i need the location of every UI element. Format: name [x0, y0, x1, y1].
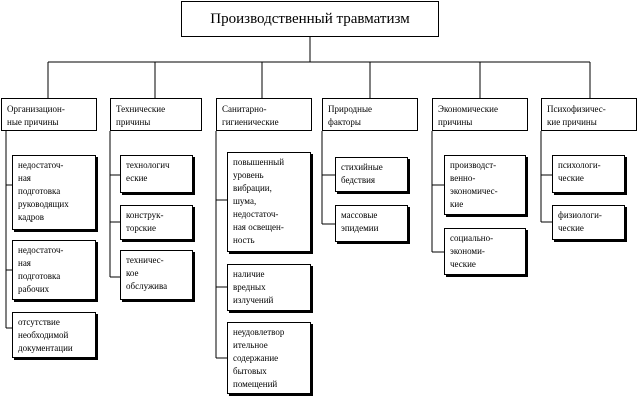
category-natural: Природные факторы — [322, 98, 418, 131]
cause-psychological: психологи- ческие — [552, 155, 625, 193]
category-organizational: Организацион- ные причины — [1, 98, 97, 131]
category-psychophysical: Психофизичес- кие причины — [541, 98, 637, 131]
cause-technological: технологич еские — [120, 155, 193, 193]
cause-physiological: физиологи- ческие — [552, 205, 625, 240]
cause-production-economic: производст- венно- экономичес- кие — [444, 155, 526, 215]
category-economic: Экономические причины — [432, 98, 528, 131]
cause-poor-amenities: неудовлетвор ительное содержание бытовых… — [227, 322, 311, 394]
cause-management-training: недостаточ- ная подготовка руководящих к… — [12, 155, 96, 230]
category-technical: Технические причины — [110, 98, 202, 131]
cause-epidemics: массовые эпидемии — [335, 205, 408, 242]
category-sanitary: Санитарно- гигиенические — [216, 98, 312, 131]
cause-vibration-noise-lighting: повышенный уровень вибрации, шума, недос… — [227, 152, 311, 252]
diagram-title: Производственный травматизм — [181, 1, 439, 37]
cause-socio-economic: социально- экономи- ческие — [444, 228, 526, 275]
cause-missing-documentation: отсутствие необходимой документации — [12, 312, 96, 358]
cause-worker-training: недостаточ- ная подготовка рабочих — [12, 240, 96, 300]
cause-natural-disasters: стихийные бедствия — [335, 157, 408, 192]
cause-design: конструк- торские — [120, 205, 193, 240]
cause-harmful-radiation: наличие вредных излучений — [227, 264, 311, 311]
cause-maintenance: техничес- кое обслужива — [120, 250, 193, 300]
